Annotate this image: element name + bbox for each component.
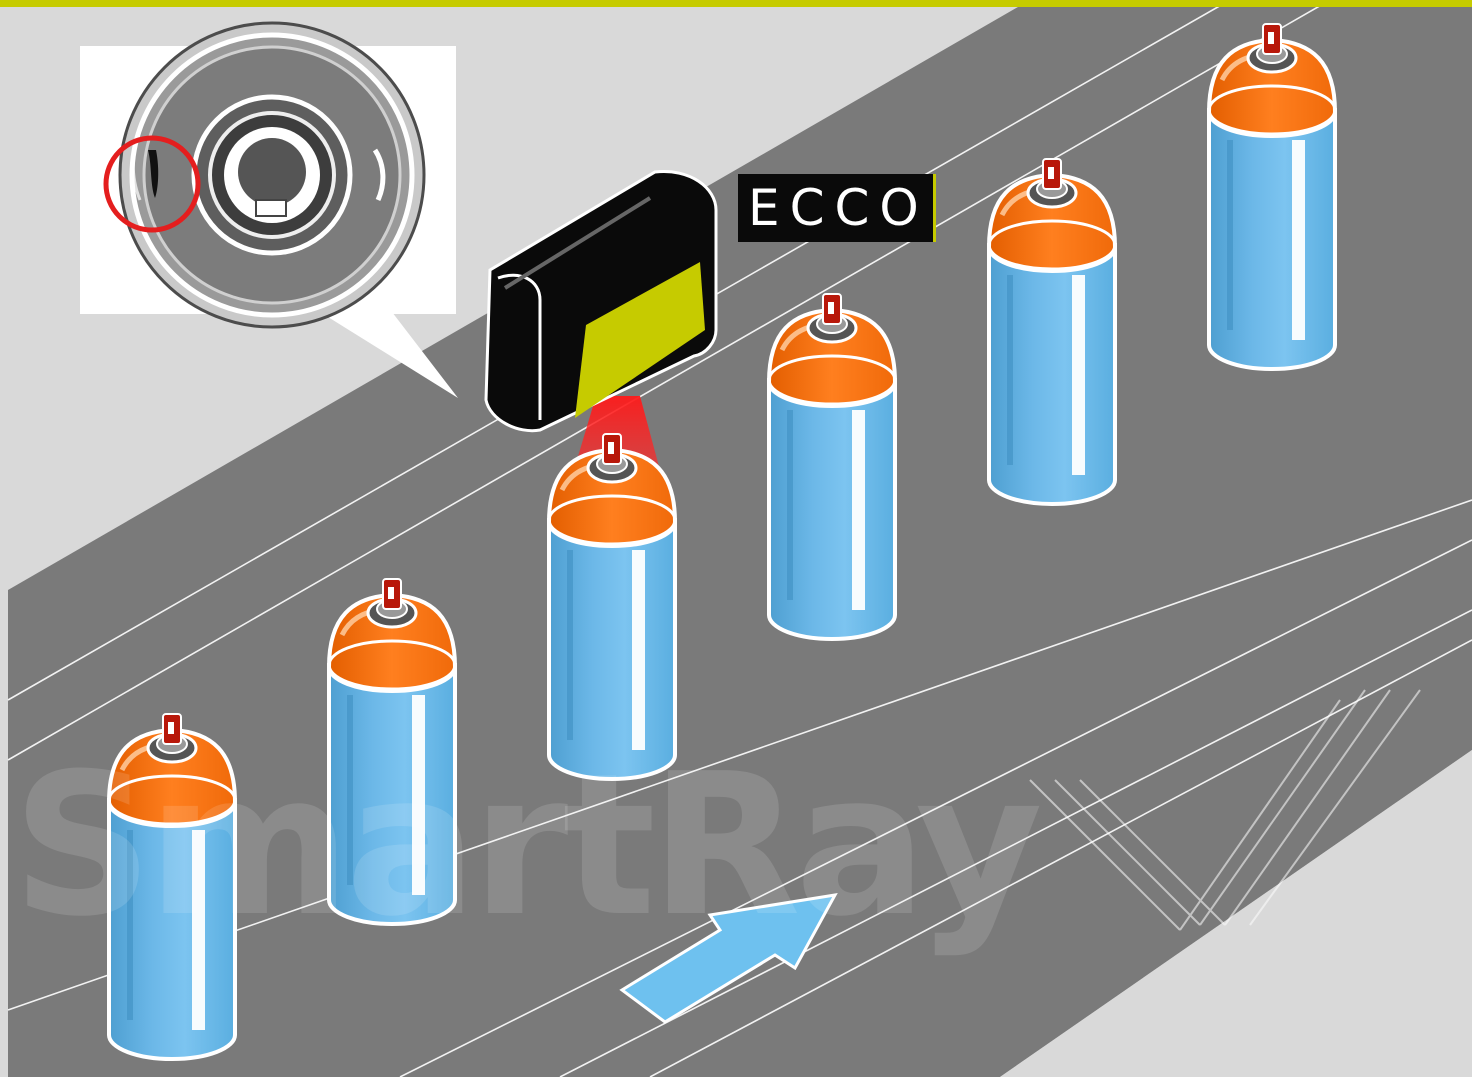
product-label: ECCO: [738, 174, 936, 242]
smartray-watermark: SmartRay: [12, 748, 1037, 944]
can-5: [989, 159, 1115, 504]
can-3: [549, 434, 675, 779]
product-label-accent: [933, 174, 936, 242]
product-label-text: ECCO: [738, 174, 933, 242]
can-4: [769, 294, 895, 639]
top-accent-bar: [0, 0, 1472, 7]
can-6: [1209, 24, 1335, 369]
